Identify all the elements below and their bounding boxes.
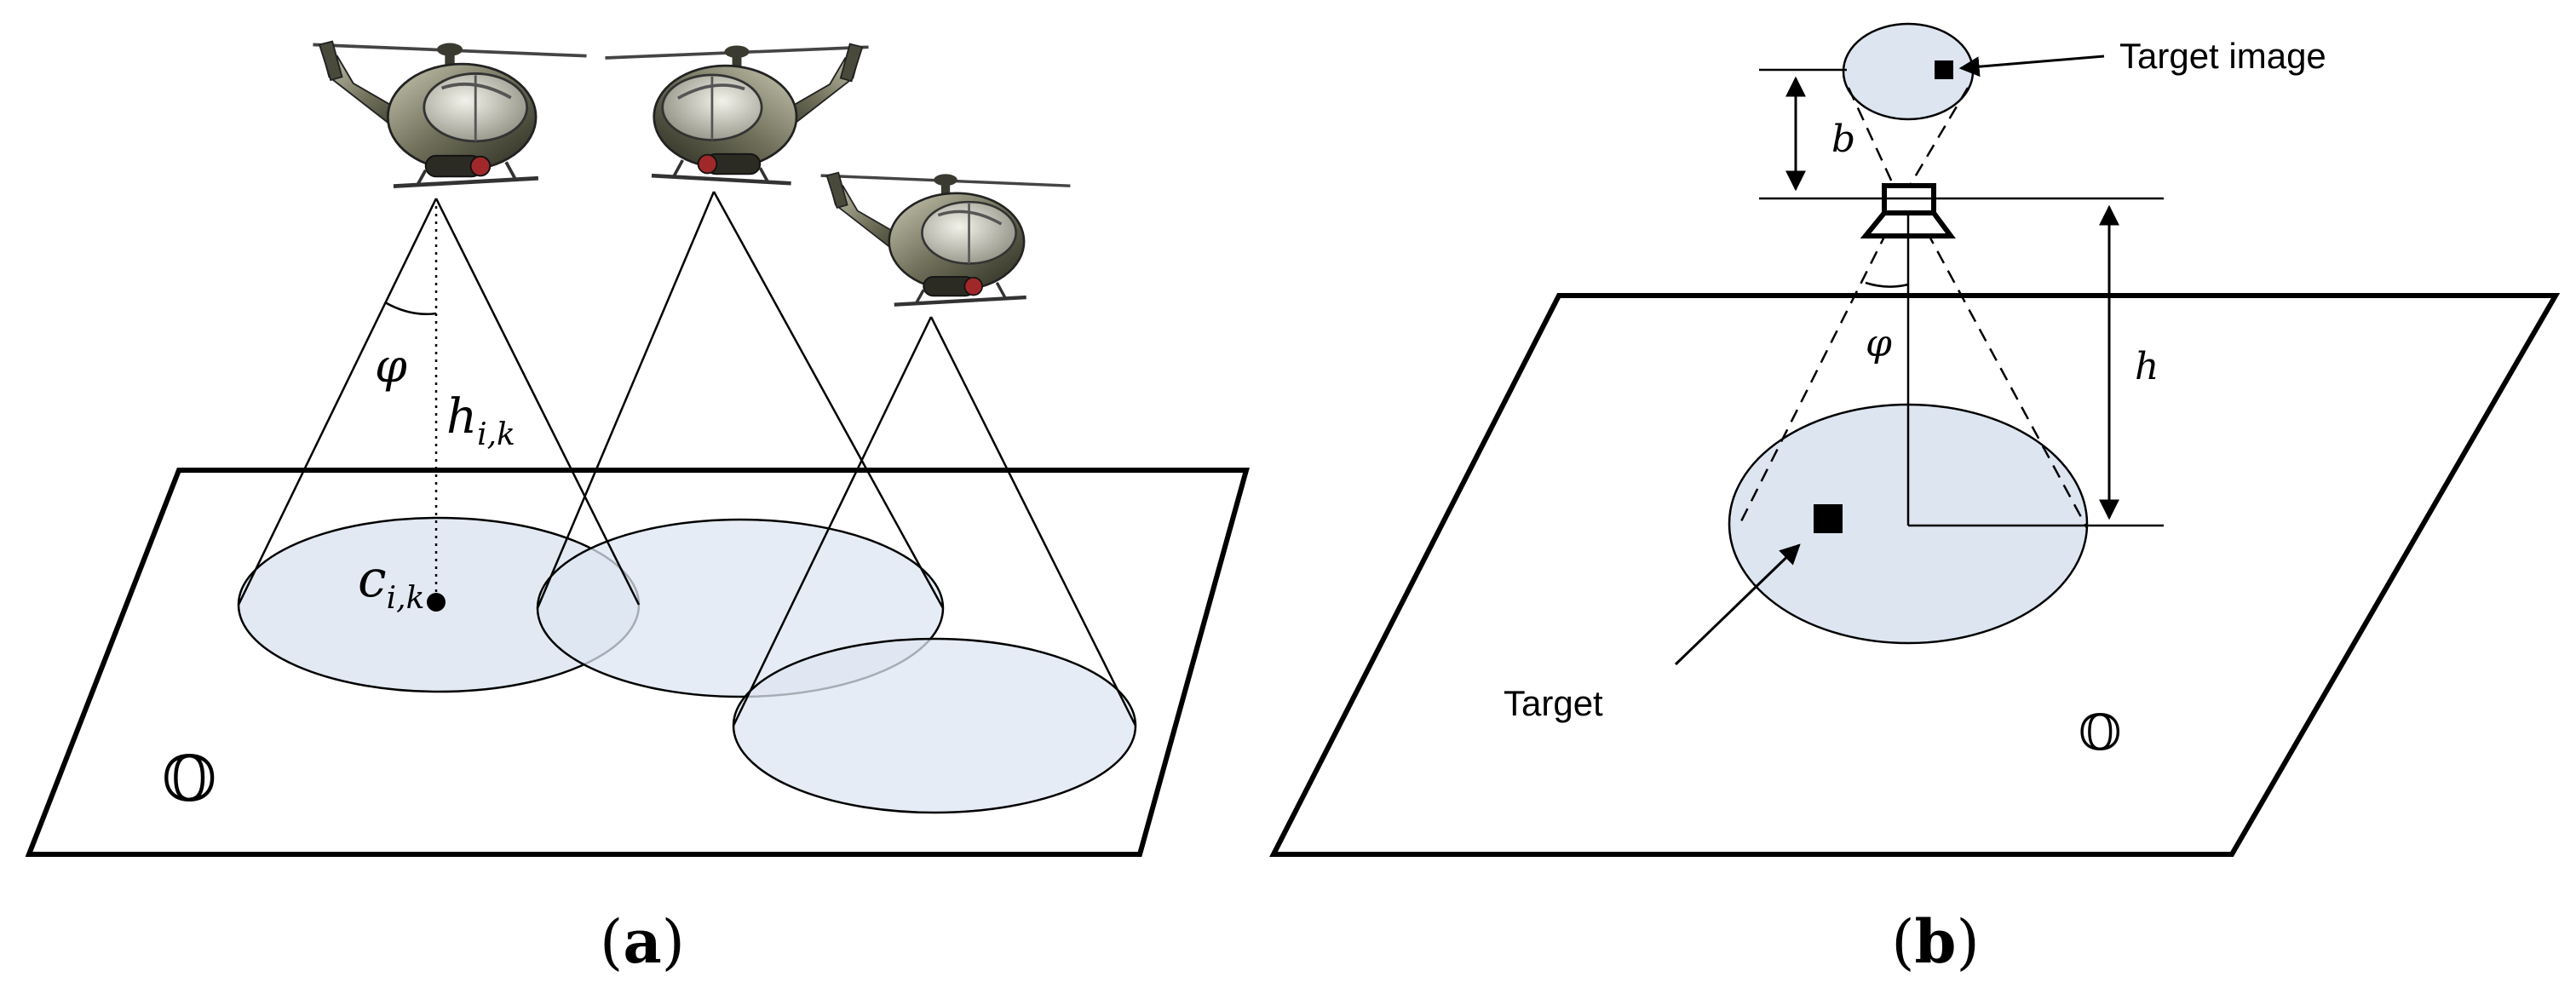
helicopter-2 (605, 44, 868, 184)
angle-label-a: φ (375, 339, 407, 393)
height-label-b: h (2135, 345, 2159, 388)
target-image-leader (1958, 55, 2105, 78)
coverage-area-a3 (732, 637, 1137, 814)
focal-label: b (1831, 118, 1855, 161)
caption-b: (b) (1891, 906, 1980, 977)
image-plane-ellipse (1842, 22, 1975, 121)
angle-label-b: φ (1866, 322, 1892, 365)
caption-b-letter: b (1915, 906, 1957, 977)
caption-a-open: ( (600, 907, 623, 977)
helicopter-1 (313, 42, 586, 187)
center-label-sub: i,k (387, 581, 425, 616)
target-image-label: Target image (2119, 36, 2326, 76)
height-label: hi,k (446, 389, 515, 452)
region-label-b: 𝕆 (2079, 704, 2122, 761)
panel-a: φ hi,k ci,k 𝕆 (a) (25, 42, 1250, 977)
angle-arc-a (384, 301, 437, 315)
target-label: Target (1504, 683, 1603, 723)
caption-b-close: ) (1956, 907, 1979, 977)
caption-a-letter: a (623, 906, 661, 977)
coverage-center-dot (427, 593, 446, 612)
center-label-main: c (358, 549, 387, 609)
caption-b-open: ( (1891, 907, 1914, 977)
sensing-cones-a (237, 191, 1137, 727)
helicopter-3 (821, 173, 1071, 305)
target-image-marker (1935, 60, 1953, 79)
target-leader (1674, 543, 1801, 666)
region-label-a: 𝕆 (162, 743, 216, 816)
height-label-main: h (446, 389, 477, 445)
panel-b: b h φ Target image Target 𝕆 (b) (1269, 22, 2561, 977)
angle-arc-b (1865, 281, 1909, 288)
center-label: ci,k (358, 549, 424, 616)
caption-a-close: ) (662, 907, 685, 977)
caption-a: (a) (600, 906, 685, 977)
height-label-sub: i,k (477, 417, 515, 452)
target-marker (1814, 504, 1843, 533)
